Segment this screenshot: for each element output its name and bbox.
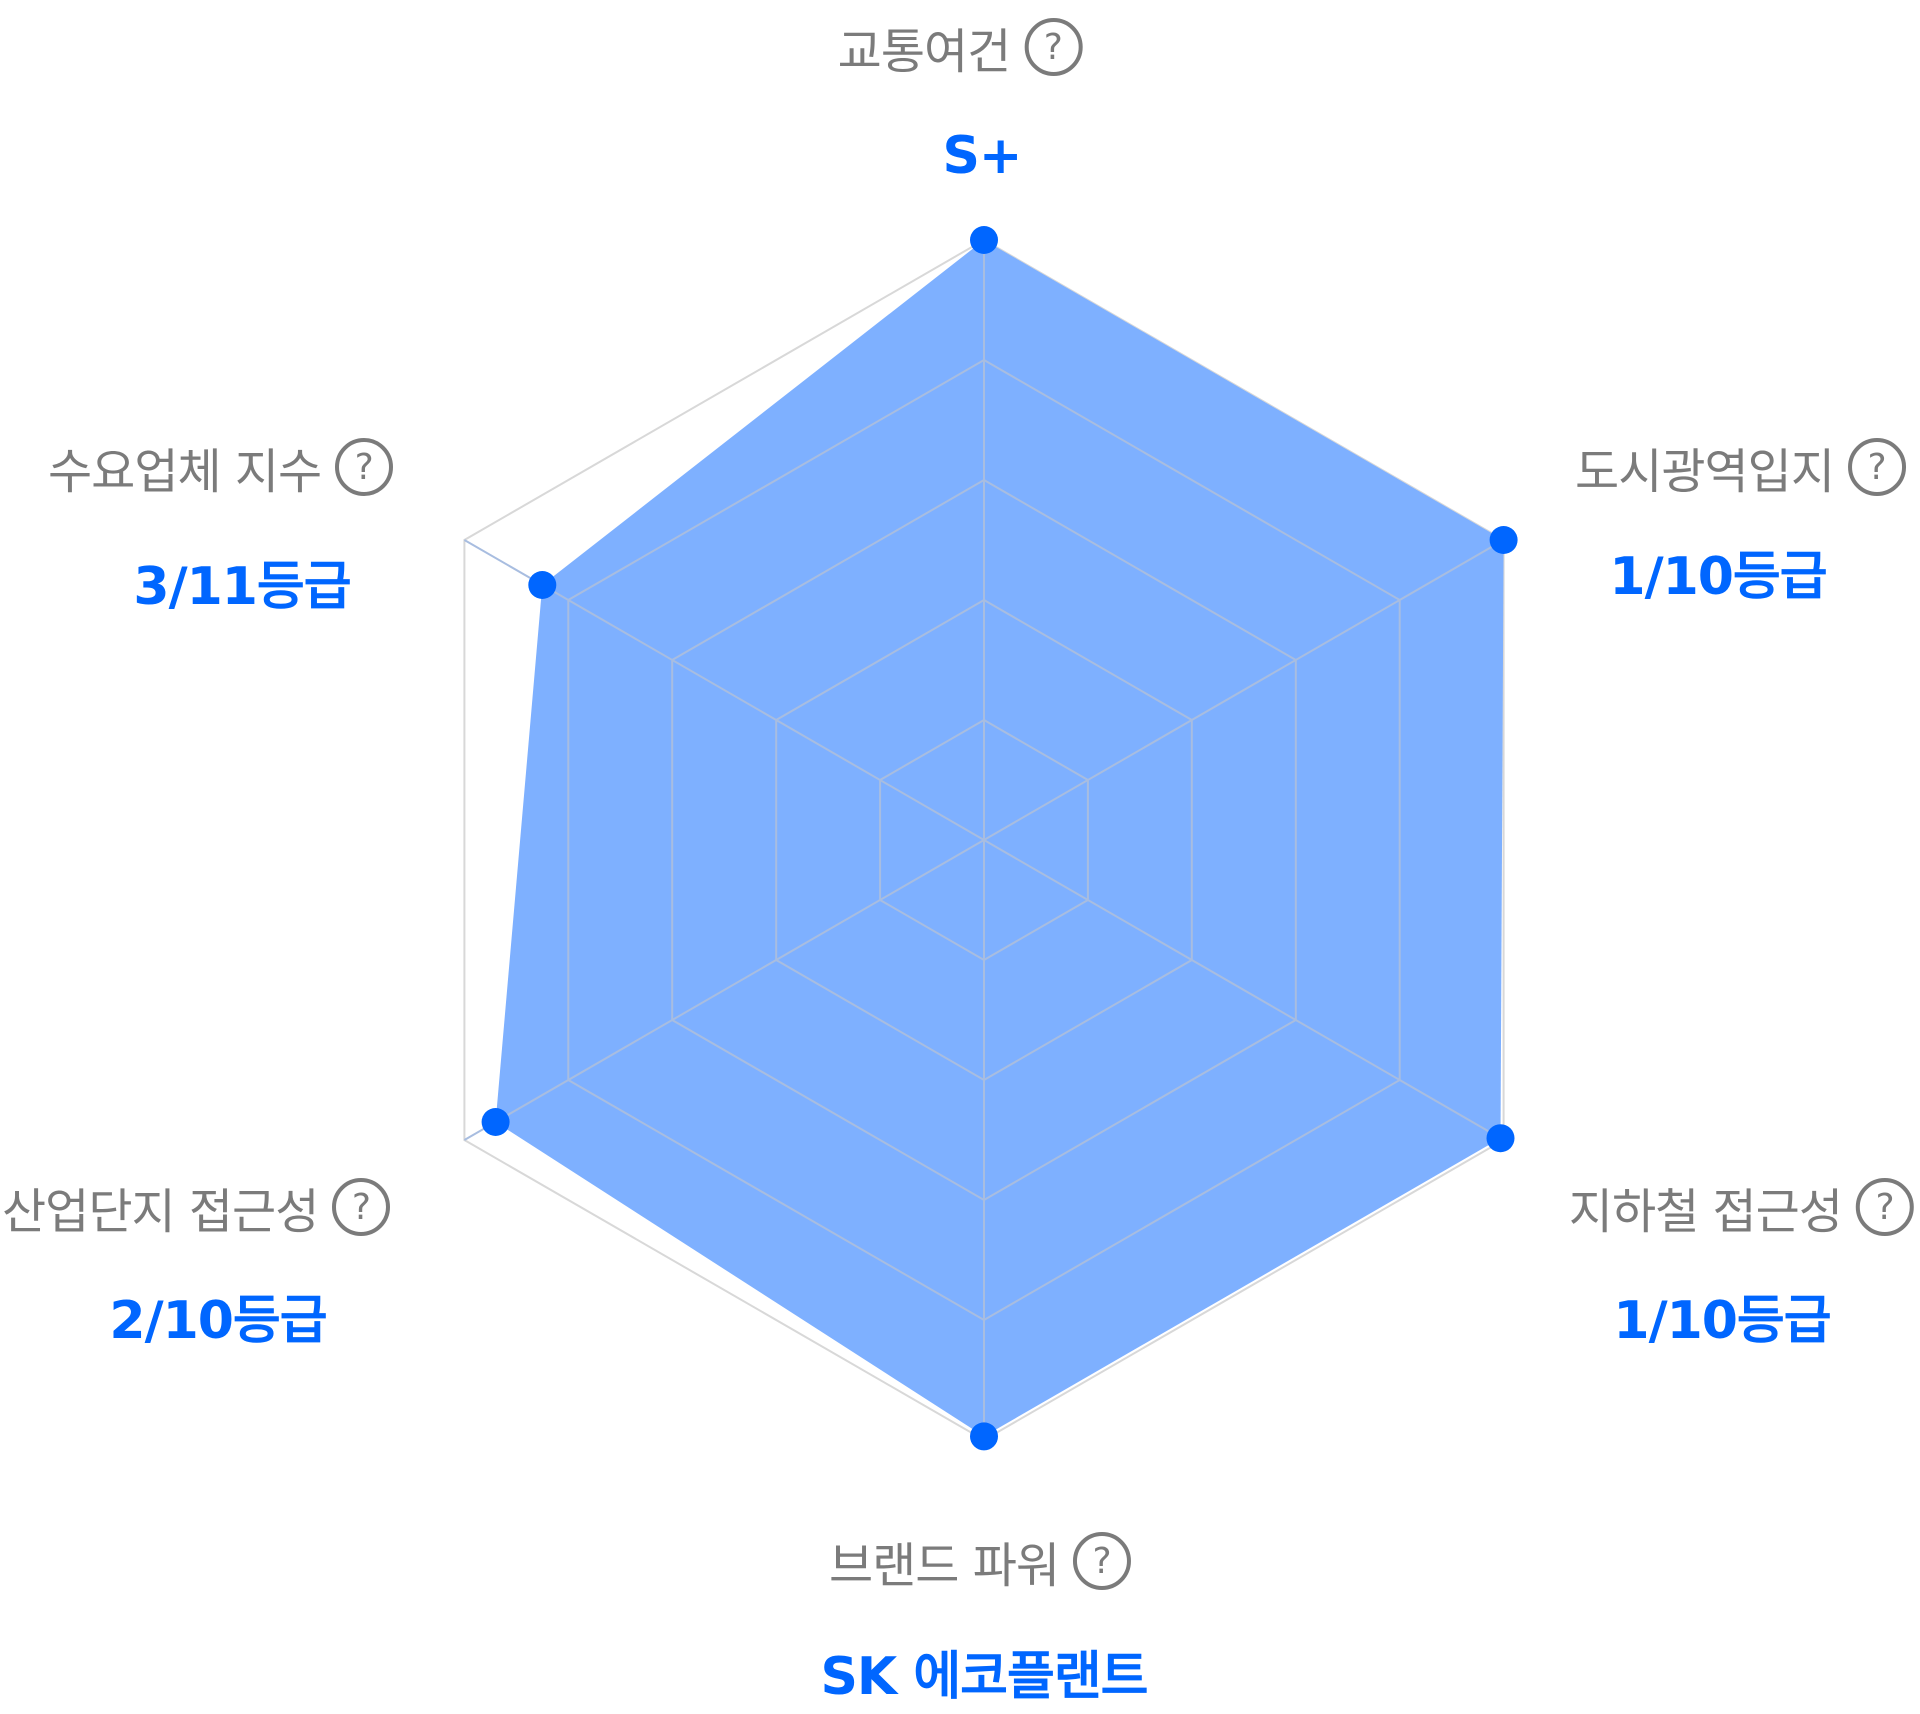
radar-data-point[interactable] <box>528 571 557 599</box>
grade-value-industrial-access: 2/10등급 <box>109 1291 327 1351</box>
axis-label-city-location: 도시광역입지 ? <box>1575 432 1906 502</box>
grade-value-brand-power: SK 에코플랜트 <box>820 1647 1148 1707</box>
axis-label-subway-access: 지하철 접근성 ? <box>1569 1172 1914 1242</box>
axis-label-traffic: 교통여건 ? <box>838 12 1083 82</box>
help-icon[interactable]: ? <box>335 438 394 496</box>
grade-value-city-location: 1/10등급 <box>1609 547 1827 607</box>
help-icon[interactable]: ? <box>1848 438 1906 496</box>
axis-label-text: 수요업체 지수 <box>48 444 322 500</box>
radar-spoke <box>983 539 1505 841</box>
help-icon[interactable]: ? <box>1024 18 1083 76</box>
radar-data-area <box>495 240 1504 1437</box>
axis-label-text: 브랜드 파워 <box>828 1538 1060 1594</box>
radar-data-point[interactable] <box>481 1108 510 1136</box>
radar-data-point[interactable] <box>1486 1124 1515 1153</box>
axis-label-text: 교통여건 <box>837 24 1012 80</box>
axis-label-brand-power: 브랜드 파워 ? <box>828 1526 1132 1596</box>
radar-data-point[interactable] <box>970 1422 998 1451</box>
radar-data-points <box>481 226 1518 1451</box>
help-icon[interactable]: ? <box>332 1178 391 1236</box>
axis-label-industrial-access: 산업단지 접근성 ? <box>2 1172 391 1242</box>
radar-spokes <box>463 240 1505 1440</box>
grade-value-demand-index: 3/11등급 <box>133 557 351 617</box>
axis-label-demand-index: 수요업체 지수 ? <box>48 432 394 502</box>
radar-spoke <box>463 839 985 1141</box>
radar-data-point[interactable] <box>970 226 998 254</box>
grade-value-subway-access: 1/10등급 <box>1613 1291 1831 1351</box>
radar-spoke <box>983 839 1505 1141</box>
help-icon[interactable]: ? <box>1856 1178 1914 1236</box>
axis-label-text: 도시광역입지 <box>1575 444 1835 500</box>
grade-value-traffic: S+ <box>942 126 1022 186</box>
radar-data-point[interactable] <box>1489 526 1518 554</box>
axis-label-text: 산업단지 접근성 <box>2 1184 319 1240</box>
axis-label-text: 지하철 접근성 <box>1568 1184 1843 1240</box>
help-icon[interactable]: ? <box>1073 1532 1132 1590</box>
